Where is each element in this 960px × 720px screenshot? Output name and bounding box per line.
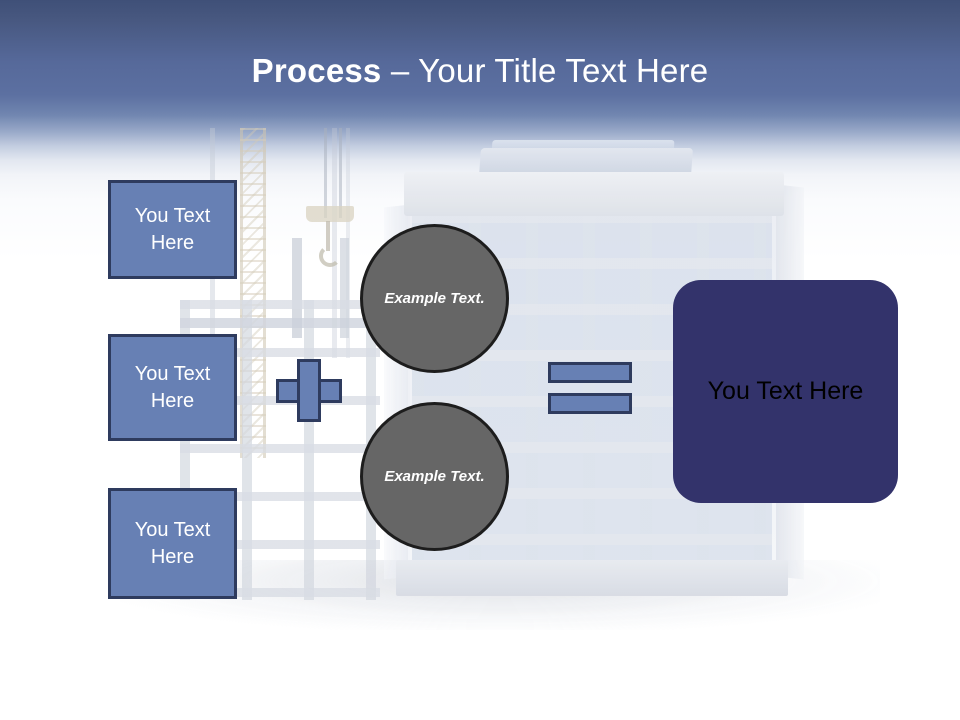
- input-box-3[interactable]: You Text Here: [108, 488, 237, 599]
- steel-post-right: [340, 238, 349, 338]
- example-circle-2-label: Example Text.: [384, 467, 485, 485]
- input-box-1-label: You Text Here: [134, 204, 211, 254]
- equals-top-bar: [548, 362, 632, 383]
- slide-title: Process – Your Title Text Here: [0, 52, 960, 90]
- slide-title-rest: – Your Title Text Here: [381, 52, 709, 89]
- result-box-label: You Text Here: [707, 377, 864, 405]
- building-base: [396, 560, 788, 596]
- input-box-1[interactable]: You Text Here: [108, 180, 237, 279]
- input-box-3-label: You Text Here: [134, 518, 211, 568]
- building-cornice: [404, 172, 784, 216]
- crane-hook: [319, 221, 341, 267]
- plus-icon: [276, 359, 342, 422]
- plus-center-patch: [300, 382, 318, 400]
- crane-cable-left: [324, 128, 327, 218]
- example-circle-1[interactable]: Example Text.: [360, 224, 509, 373]
- steel-post-left: [292, 238, 302, 338]
- input-box-2-label: You Text Here: [134, 362, 211, 412]
- input-box-2[interactable]: You Text Here: [108, 334, 237, 441]
- crane-cable-right: [339, 128, 342, 218]
- crane-column-mid: [332, 128, 337, 358]
- crane-hook-block: [306, 206, 354, 222]
- example-circle-2[interactable]: Example Text.: [360, 402, 509, 551]
- result-box[interactable]: You Text Here: [673, 280, 898, 503]
- slide-title-bold: Process: [251, 52, 382, 89]
- equals-icon: [548, 362, 632, 414]
- example-circle-1-label: Example Text.: [384, 289, 485, 307]
- equals-bottom-bar: [548, 393, 632, 414]
